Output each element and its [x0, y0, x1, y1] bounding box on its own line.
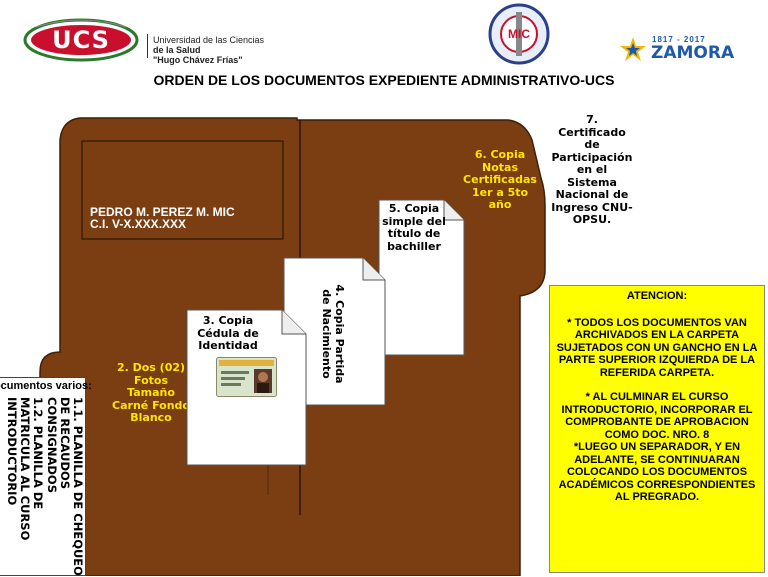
mic-logo-text: MIC	[508, 27, 530, 41]
university-line-2: de la Salud	[153, 45, 201, 55]
notice-paragraph-2: * AL CULMINAR EL CURSO INTRODUCTORIO, IN…	[561, 391, 753, 441]
ucs-logo: UCS	[22, 17, 140, 63]
attention-notice: ATENCION: * TODOS LOS DOCUMENTOS VAN ARC…	[549, 285, 765, 573]
notice-heading: ATENCION:	[626, 290, 688, 302]
folder-id: C.I. V-X.XXX.XXX	[90, 217, 187, 231]
document-1-enrollment-form: 1.2. PLANILLA DE MATRICULA AL CURSO INTR…	[5, 397, 45, 541]
notice-paragraph-3: *LUEGO UN SEPARADOR, Y EN ADELANTE, SE C…	[558, 441, 756, 503]
document-4-birth-certificate: 4. Copia Partida de Nacimiento	[320, 284, 347, 384]
folder-name: PEDRO M. PEREZ M. MIC	[90, 205, 235, 219]
university-name: Universidad de las Ciencias de la Salud …	[153, 35, 264, 65]
notice-paragraph-1: * TODOS LOS DOCUMENTOS VAN ARCHIVADOS EN…	[556, 316, 758, 379]
document-1-sheet	[0, 377, 86, 576]
document-1-heading: Documentos varios:	[0, 380, 92, 392]
document-2-photos: 2. Dos (02) Fotos Tamaño Carné Fondo Bla…	[112, 361, 190, 424]
university-line-3: "Hugo Chávez Frías"	[153, 55, 243, 65]
page-title: ORDEN DE LOS DOCUMENTOS EXPEDIENTE ADMIN…	[153, 72, 615, 88]
ucs-logo-text: UCS	[52, 26, 110, 54]
zamora-text: ZAMORA	[651, 43, 735, 63]
zamora-years: 1817 - 2017	[652, 35, 706, 44]
ucs-logo-divider	[147, 34, 148, 58]
document-1-checklist: 1.1. PLANILLA DE CHEQUEO DE RECAUDOS CON…	[45, 397, 85, 576]
id-card-image	[216, 357, 277, 397]
document-7-cnu-opsu-certificate: 7. Certificado de Participación en el Si…	[551, 113, 633, 226]
document-6-certified-grades: 6. Copia Notas Certificadas 1er a 5to añ…	[463, 148, 537, 211]
mic-logo: MIC	[488, 2, 550, 66]
document-3-id-copy: 3. Copia Cédula de Identidad	[197, 314, 259, 352]
document-5-diploma-copy: 5. Copia simple del título de bachiller	[382, 202, 446, 253]
zamora-logo: 1817 - 2017 ZAMORA	[618, 35, 742, 65]
university-line-1: Universidad de las Ciencias	[153, 35, 265, 45]
